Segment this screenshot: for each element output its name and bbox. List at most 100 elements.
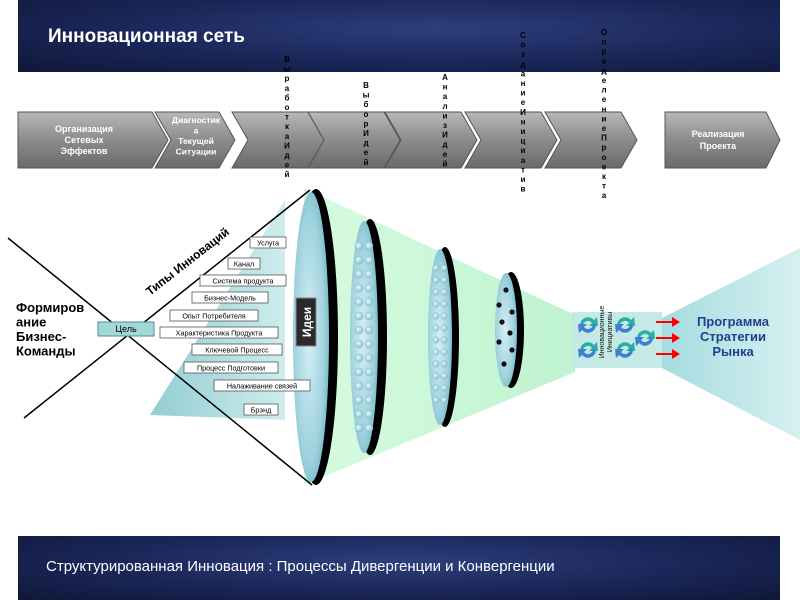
text-line: Команды xyxy=(16,344,76,359)
recycle-arrow xyxy=(580,342,598,351)
idea-bump xyxy=(364,269,374,279)
page-title: Инновационная сеть xyxy=(48,26,245,47)
idea-bump xyxy=(432,372,440,380)
stage-letter: В xyxy=(363,81,369,90)
stage-letter: л xyxy=(601,86,606,95)
text-line: Сетевых xyxy=(64,135,103,145)
stage-letter: з xyxy=(521,50,525,59)
initiatives-label: ИнновационныеИнициативы xyxy=(599,306,614,359)
initiative-dot xyxy=(503,287,509,293)
idea-bump xyxy=(354,381,364,391)
footer-subtitle: Структурированная Инновация : Процессы Д… xyxy=(46,558,555,575)
stage-letter: ц xyxy=(521,137,526,146)
stage-letter: й xyxy=(443,159,448,168)
stage-letter: С xyxy=(520,31,526,40)
idea-bump xyxy=(354,269,364,279)
stage-letter: п xyxy=(602,38,607,47)
innovation-type-box xyxy=(159,326,279,339)
innovation-type-box xyxy=(213,379,311,392)
idea-bump xyxy=(440,312,448,320)
idea-bump xyxy=(440,276,448,284)
process-stage-arrow xyxy=(231,111,325,169)
innovation-type-box xyxy=(199,274,287,287)
idea-bump xyxy=(354,283,364,293)
recycle-arrow xyxy=(615,349,633,358)
idea-bump xyxy=(354,311,364,321)
initiative-dot xyxy=(507,330,513,336)
stage-letter: д xyxy=(601,66,606,75)
stage-letter: е xyxy=(602,124,607,133)
innovation-type-label: Ключевой Процесс xyxy=(205,346,269,355)
stage-letter: о xyxy=(521,41,526,50)
stage-letter: е xyxy=(602,95,607,104)
stage-letter: е xyxy=(521,98,526,107)
idea-bump xyxy=(364,353,374,363)
stage-letter: д xyxy=(284,151,289,160)
text-line: Бизнес- xyxy=(16,329,66,344)
initiatives-block xyxy=(572,312,662,368)
stage-letter: А xyxy=(442,73,448,82)
recycle-arrow xyxy=(635,337,653,346)
idea-bump xyxy=(440,360,448,368)
text-line: ание xyxy=(16,315,46,330)
idea-bump xyxy=(432,276,440,284)
idea-bump xyxy=(440,384,448,392)
idea-bump xyxy=(440,336,448,344)
innovation-type-label: Характеристика Продукта xyxy=(176,329,263,338)
stage-letter: е xyxy=(285,161,290,170)
red-arrow-head xyxy=(672,333,680,343)
process-stage-arrow xyxy=(544,111,638,169)
red-arrow-head xyxy=(672,349,680,359)
initiative-disc xyxy=(495,273,517,387)
initiative-dot xyxy=(509,309,515,315)
innovation-type-label: Брэнд xyxy=(251,406,272,415)
innovation-type-box xyxy=(169,309,259,322)
stage-letter: а xyxy=(443,92,448,101)
idea-bump xyxy=(432,360,440,368)
stage-letter: е xyxy=(443,150,448,159)
stage-letter: р xyxy=(602,47,607,56)
stage-letter: е xyxy=(602,76,607,85)
process-step-project-realization xyxy=(664,111,781,169)
stage-letter: В xyxy=(284,55,290,64)
process-step-diagnostics xyxy=(154,111,236,169)
text-line: Стратегии xyxy=(700,329,766,344)
process-step-network-effects xyxy=(17,111,169,169)
stage-letter: н xyxy=(602,105,607,114)
idea-bump xyxy=(440,300,448,308)
stage-letter: о xyxy=(285,103,290,112)
stage-letter: б xyxy=(285,93,290,102)
stage-letter: в xyxy=(521,185,526,194)
idea-bump xyxy=(440,264,448,272)
text-line: Реализация xyxy=(692,129,745,139)
idea-bump xyxy=(440,396,448,404)
stage-letter: к xyxy=(285,122,290,131)
innovation-type-box xyxy=(191,343,283,356)
stage-letter: е xyxy=(364,148,369,157)
idea-bump xyxy=(432,336,440,344)
stage-letter: н xyxy=(521,79,526,88)
analysis-disc-ideas xyxy=(432,264,448,404)
stage-letter: б xyxy=(364,100,369,109)
stage-letter: И xyxy=(442,131,448,140)
text-line: Формиров xyxy=(16,300,84,315)
goal-label: Цель xyxy=(115,324,137,334)
initiative-dot xyxy=(509,347,515,353)
initiative-disc-dots xyxy=(496,287,515,367)
stage-letter: д xyxy=(363,139,368,148)
recycle-arrow xyxy=(578,349,596,358)
recycle-arrow xyxy=(637,330,655,339)
stage-letter: д xyxy=(442,140,447,149)
idea-bump xyxy=(432,384,440,392)
idea-bump xyxy=(364,423,374,433)
stage-letter: а xyxy=(285,84,290,93)
recycle-arrow xyxy=(615,324,633,333)
innovation-type-label: Опыт Потребителя xyxy=(182,312,245,321)
selection-disc xyxy=(350,221,378,453)
idea-bump xyxy=(432,324,440,332)
text-line: Текущей xyxy=(178,136,214,146)
